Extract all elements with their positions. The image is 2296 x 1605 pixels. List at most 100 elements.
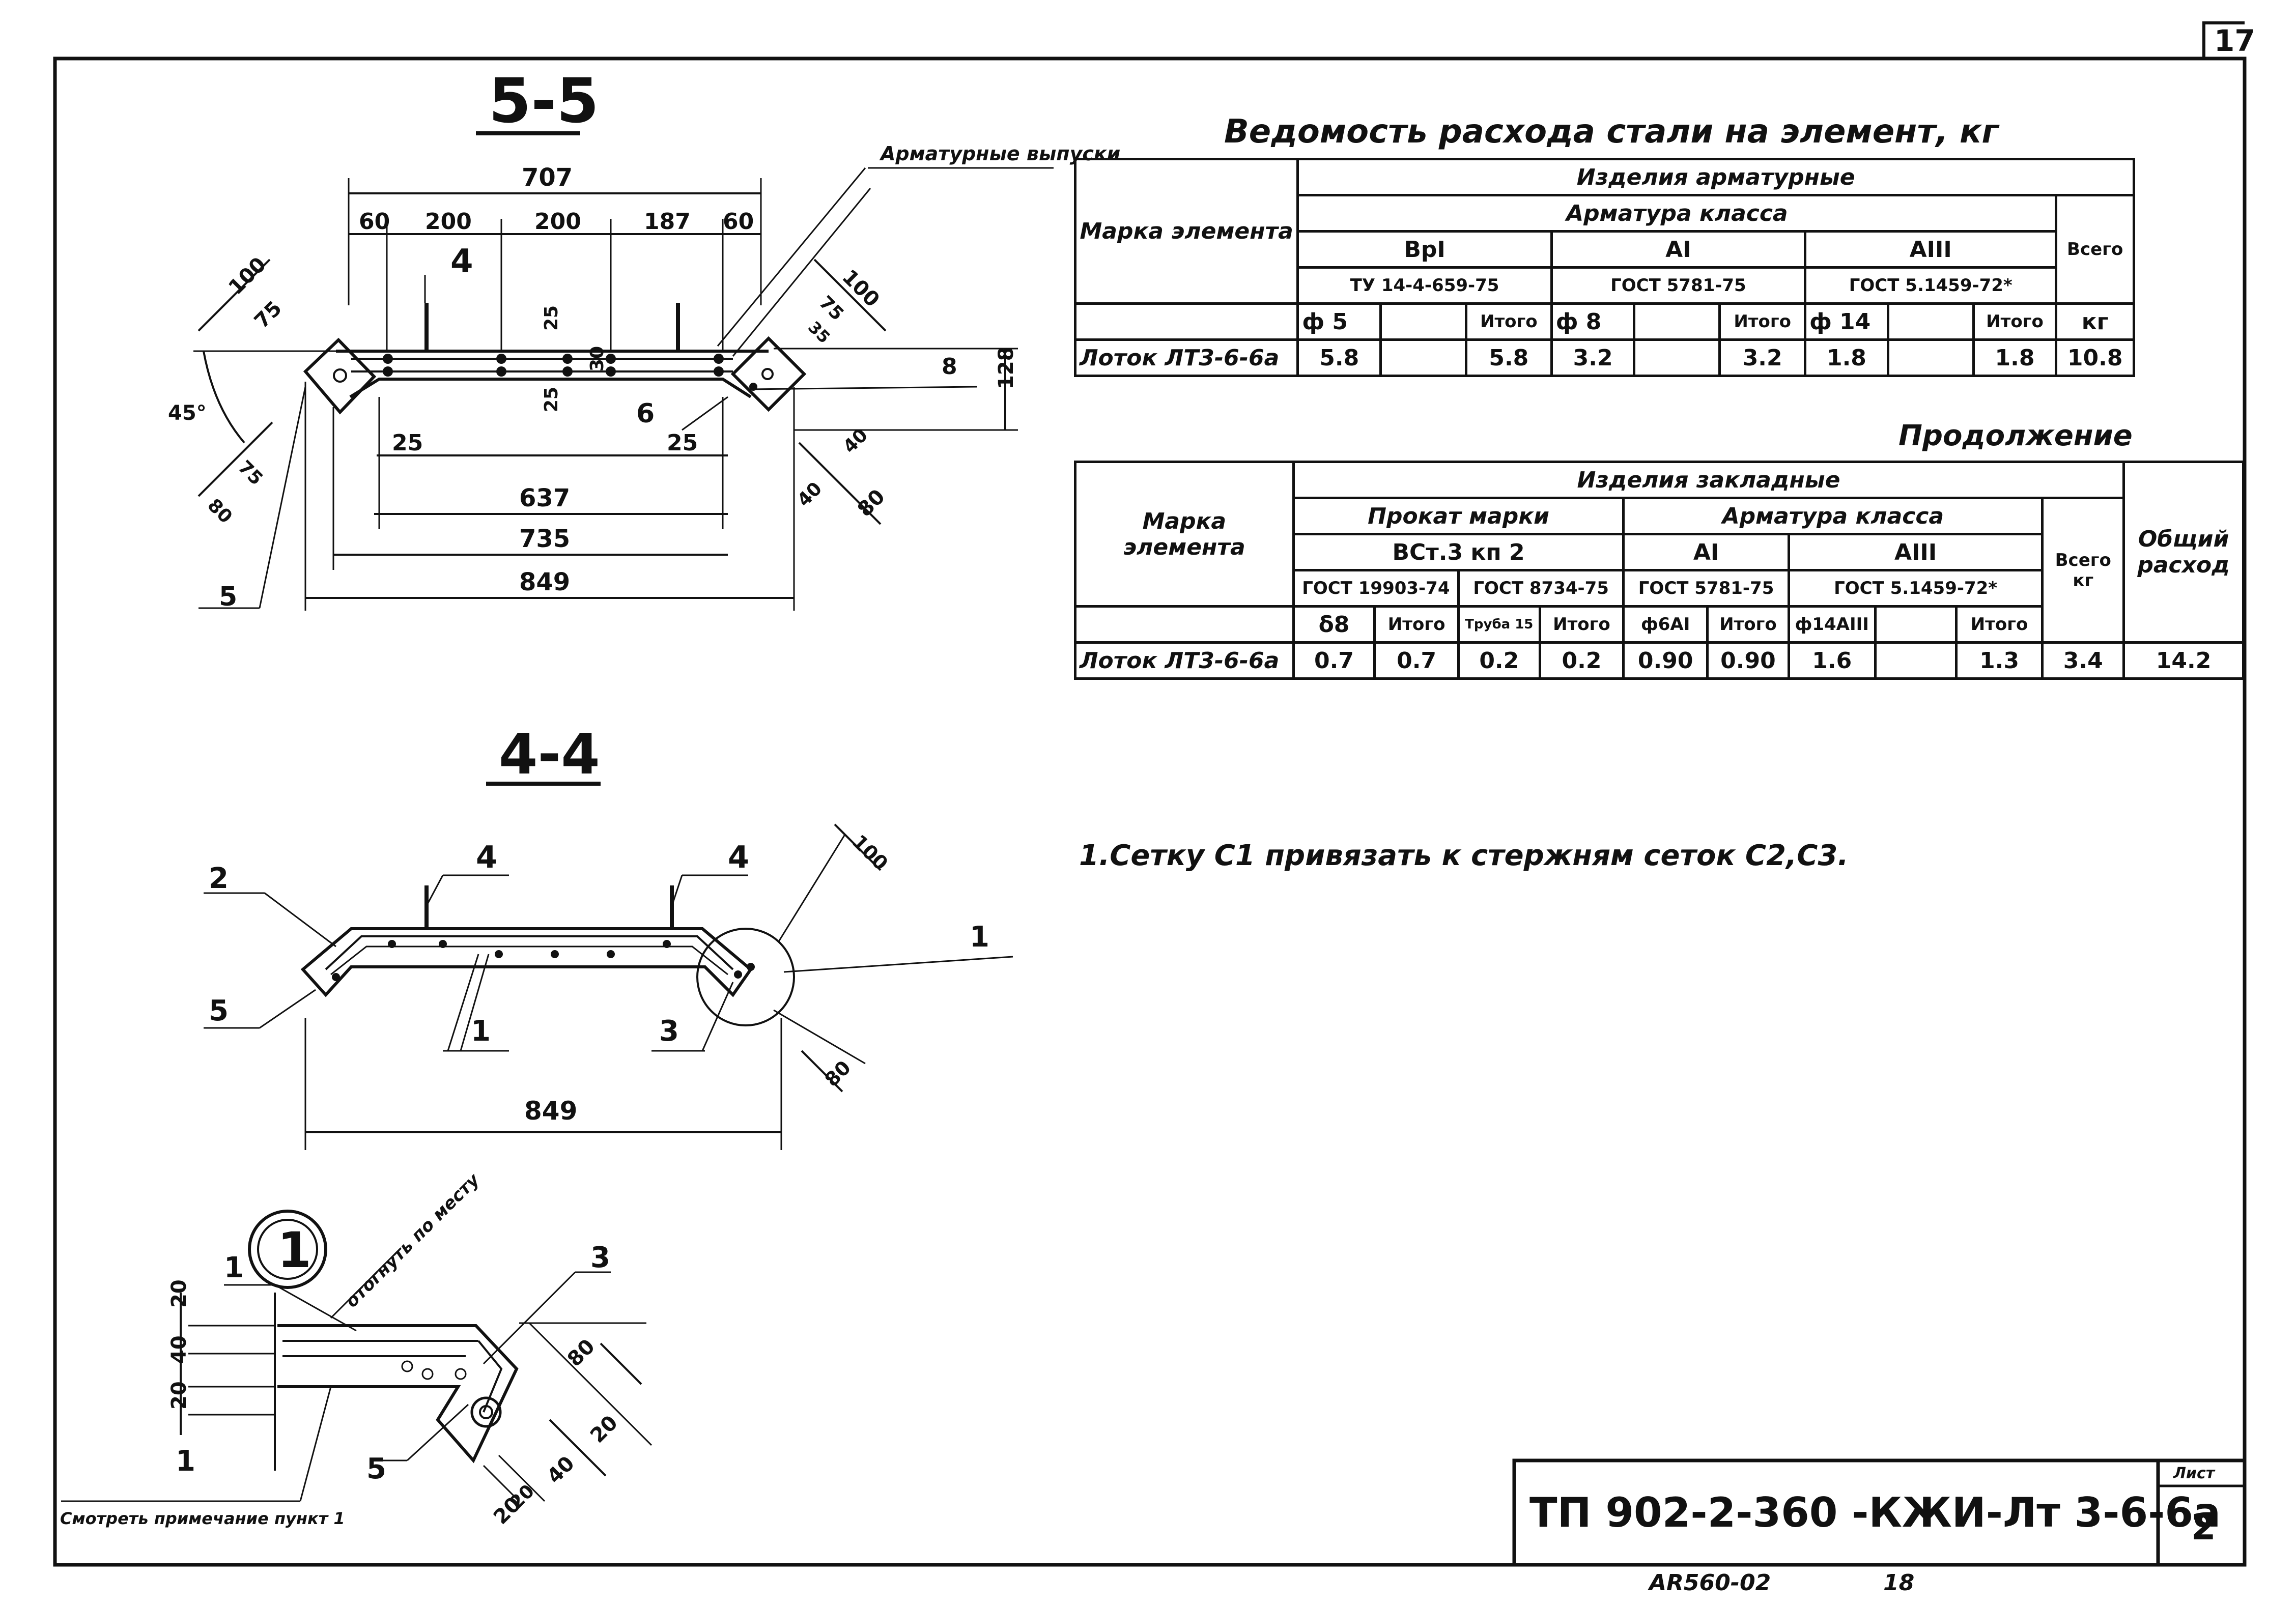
mark-6: 6	[636, 398, 655, 429]
steel-table-title: Ведомость расхода стали на элемент, кг	[1224, 113, 2000, 151]
mark-5: 5	[209, 994, 229, 1027]
header-total-kg: Всего кг	[2041, 497, 2125, 644]
general-note: 1.Сетку С1 привязать к стержням сеток С2…	[1079, 839, 1849, 872]
dim-20-c: 20	[586, 1411, 622, 1448]
embedded-items-table: Марка элемента Изделия закладные Общий р…	[1074, 461, 2245, 680]
dim-80: 80	[820, 1056, 856, 1092]
note-reference: Смотреть примечание пункт 1	[60, 1509, 345, 1528]
dim-80-lower-left: 80	[203, 495, 236, 527]
section-4-4: 4-4 2 4	[204, 722, 1013, 1150]
row-element-name: Лоток ЛТ3-6-6а	[1074, 641, 1295, 680]
dim-200-left: 200	[425, 209, 472, 235]
table-row: Лоток ЛТ3-6-6а 5.8 5.8 3.2 3.2 1.8 1.8 1…	[1073, 338, 2135, 377]
header-std-bpi: ТУ 14-4-659-75	[1296, 266, 1553, 305]
dim-849: 849	[524, 1096, 577, 1126]
dim-100-right: 100	[837, 265, 884, 312]
header-std-2: ГОСТ 8734-75	[1457, 569, 1625, 608]
mark-1-bottom: 1	[471, 1015, 491, 1048]
header-total: Всего	[2055, 194, 2135, 305]
cell: 14.2	[2122, 641, 2245, 680]
corner-tab	[2202, 21, 2245, 59]
cell: 5.8	[1464, 338, 1553, 377]
mark-2: 2	[209, 862, 229, 895]
dim-707: 707	[522, 163, 573, 192]
cell: 10.8	[2055, 338, 2135, 377]
cell: 0.90	[1706, 641, 1790, 680]
dim-40-b: 40	[543, 1452, 579, 1488]
cell: 0.90	[1622, 641, 1709, 680]
header-std-4: ГОСТ 5.1459-72*	[1787, 569, 2044, 608]
title-block-code: ТП 902-2-360 -КЖИ-Лт 3-6-6а	[1529, 1489, 2221, 1536]
title-block	[1512, 1458, 2247, 1567]
header-itogo-2: Итого	[1718, 302, 1807, 341]
cell: 3.4	[2041, 641, 2125, 680]
mark-1-right: 1	[970, 921, 989, 954]
header-steel-grade: ВСт.3 кп 2	[1292, 533, 1625, 571]
dim-60-left: 60	[359, 209, 390, 235]
sheet-frame	[53, 56, 2247, 1567]
dim-20-b: 20	[167, 1381, 191, 1410]
cell: 0.7	[1292, 641, 1376, 680]
header-s8: δ8	[1292, 605, 1376, 644]
dim-35: 35	[804, 318, 834, 347]
dim-849: 849	[519, 568, 570, 596]
mark-4: 4	[450, 243, 473, 280]
header-d14: ф14АIII	[1787, 605, 1877, 644]
dim-25-right: 25	[667, 430, 698, 456]
header-element-mark: Марка элемента	[1073, 158, 1299, 305]
mark-3: 3	[659, 1015, 679, 1048]
header-ai: АI	[1550, 230, 1807, 269]
corner-number: 17	[2214, 23, 2255, 58]
header-std-ai: ГОСТ 5781-75	[1550, 266, 1807, 305]
header-rebar-class: Арматура класса	[1622, 497, 2044, 535]
cell: 0.2	[1457, 641, 1541, 680]
mark-1-top: 1	[224, 1251, 244, 1284]
section-title-4-4: 4-4	[499, 722, 600, 787]
header-embedded-products: Изделия закладные	[1292, 461, 2125, 499]
header-d6: ф6АI	[1622, 605, 1709, 644]
header-rebar-class: Арматура класса	[1296, 194, 2058, 233]
archive-number: AR560-02	[1648, 1570, 1771, 1596]
continuation-label: Продолжение	[1898, 419, 2133, 452]
header-aiii: АIII	[1787, 533, 2044, 571]
header-itogo-3: Итого	[1706, 605, 1790, 644]
cell: 3.2	[1718, 338, 1807, 377]
dim-80-right: 80	[853, 485, 890, 522]
header-itogo-1: Итого	[1464, 302, 1553, 341]
mark-4-right: 4	[728, 840, 749, 875]
cell	[1886, 338, 1975, 377]
steel-consumption-table: Марка элемента Изделия арматурные Армату…	[1073, 158, 2135, 377]
header-bpi: ВрI	[1296, 230, 1553, 269]
header-itogo-3: Итого	[1972, 302, 2058, 341]
dim-8: 8	[942, 354, 957, 380]
header-itogo-2: Итого	[1538, 605, 1625, 644]
header-std-1: ГОСТ 19903-74	[1292, 569, 1460, 608]
header-rolled-grade: Прокат марки	[1292, 497, 1625, 535]
dim-75-lower-left: 75	[234, 456, 266, 489]
header-pipe: Труба 15	[1457, 605, 1541, 644]
header-aiii: АIII	[1804, 230, 2058, 269]
cell	[1379, 338, 1467, 377]
dim-25-lower: 25	[541, 387, 562, 412]
table-row: Лоток ЛТ3-6-6а 0.7 0.7 0.2 0.2 0.90 0.90…	[1074, 641, 2245, 680]
cell	[1633, 338, 1721, 377]
bend-note: отогнуть по месту	[342, 1169, 484, 1311]
cell: 1.6	[1787, 641, 1877, 680]
dim-100: 100	[848, 830, 892, 875]
dim-735: 735	[519, 525, 570, 553]
dim-25-upper: 25	[541, 305, 562, 331]
header-itogo-1: Итого	[1373, 605, 1460, 644]
cell: 1.8	[1804, 338, 1889, 377]
row-element-name: Лоток ЛТ3-6-6а	[1073, 338, 1299, 377]
cell: 5.8	[1296, 338, 1382, 377]
header-ai: АI	[1622, 533, 1790, 571]
dim-75-left: 75	[250, 297, 287, 333]
cell: 0.7	[1373, 641, 1460, 680]
mark-5: 5	[219, 582, 237, 612]
dim-angle-45: 45°	[168, 402, 207, 425]
archive-page: 18	[1883, 1570, 1914, 1596]
dim-60-right: 60	[723, 209, 754, 235]
cell	[1874, 641, 1958, 680]
cell: 3.2	[1550, 338, 1636, 377]
